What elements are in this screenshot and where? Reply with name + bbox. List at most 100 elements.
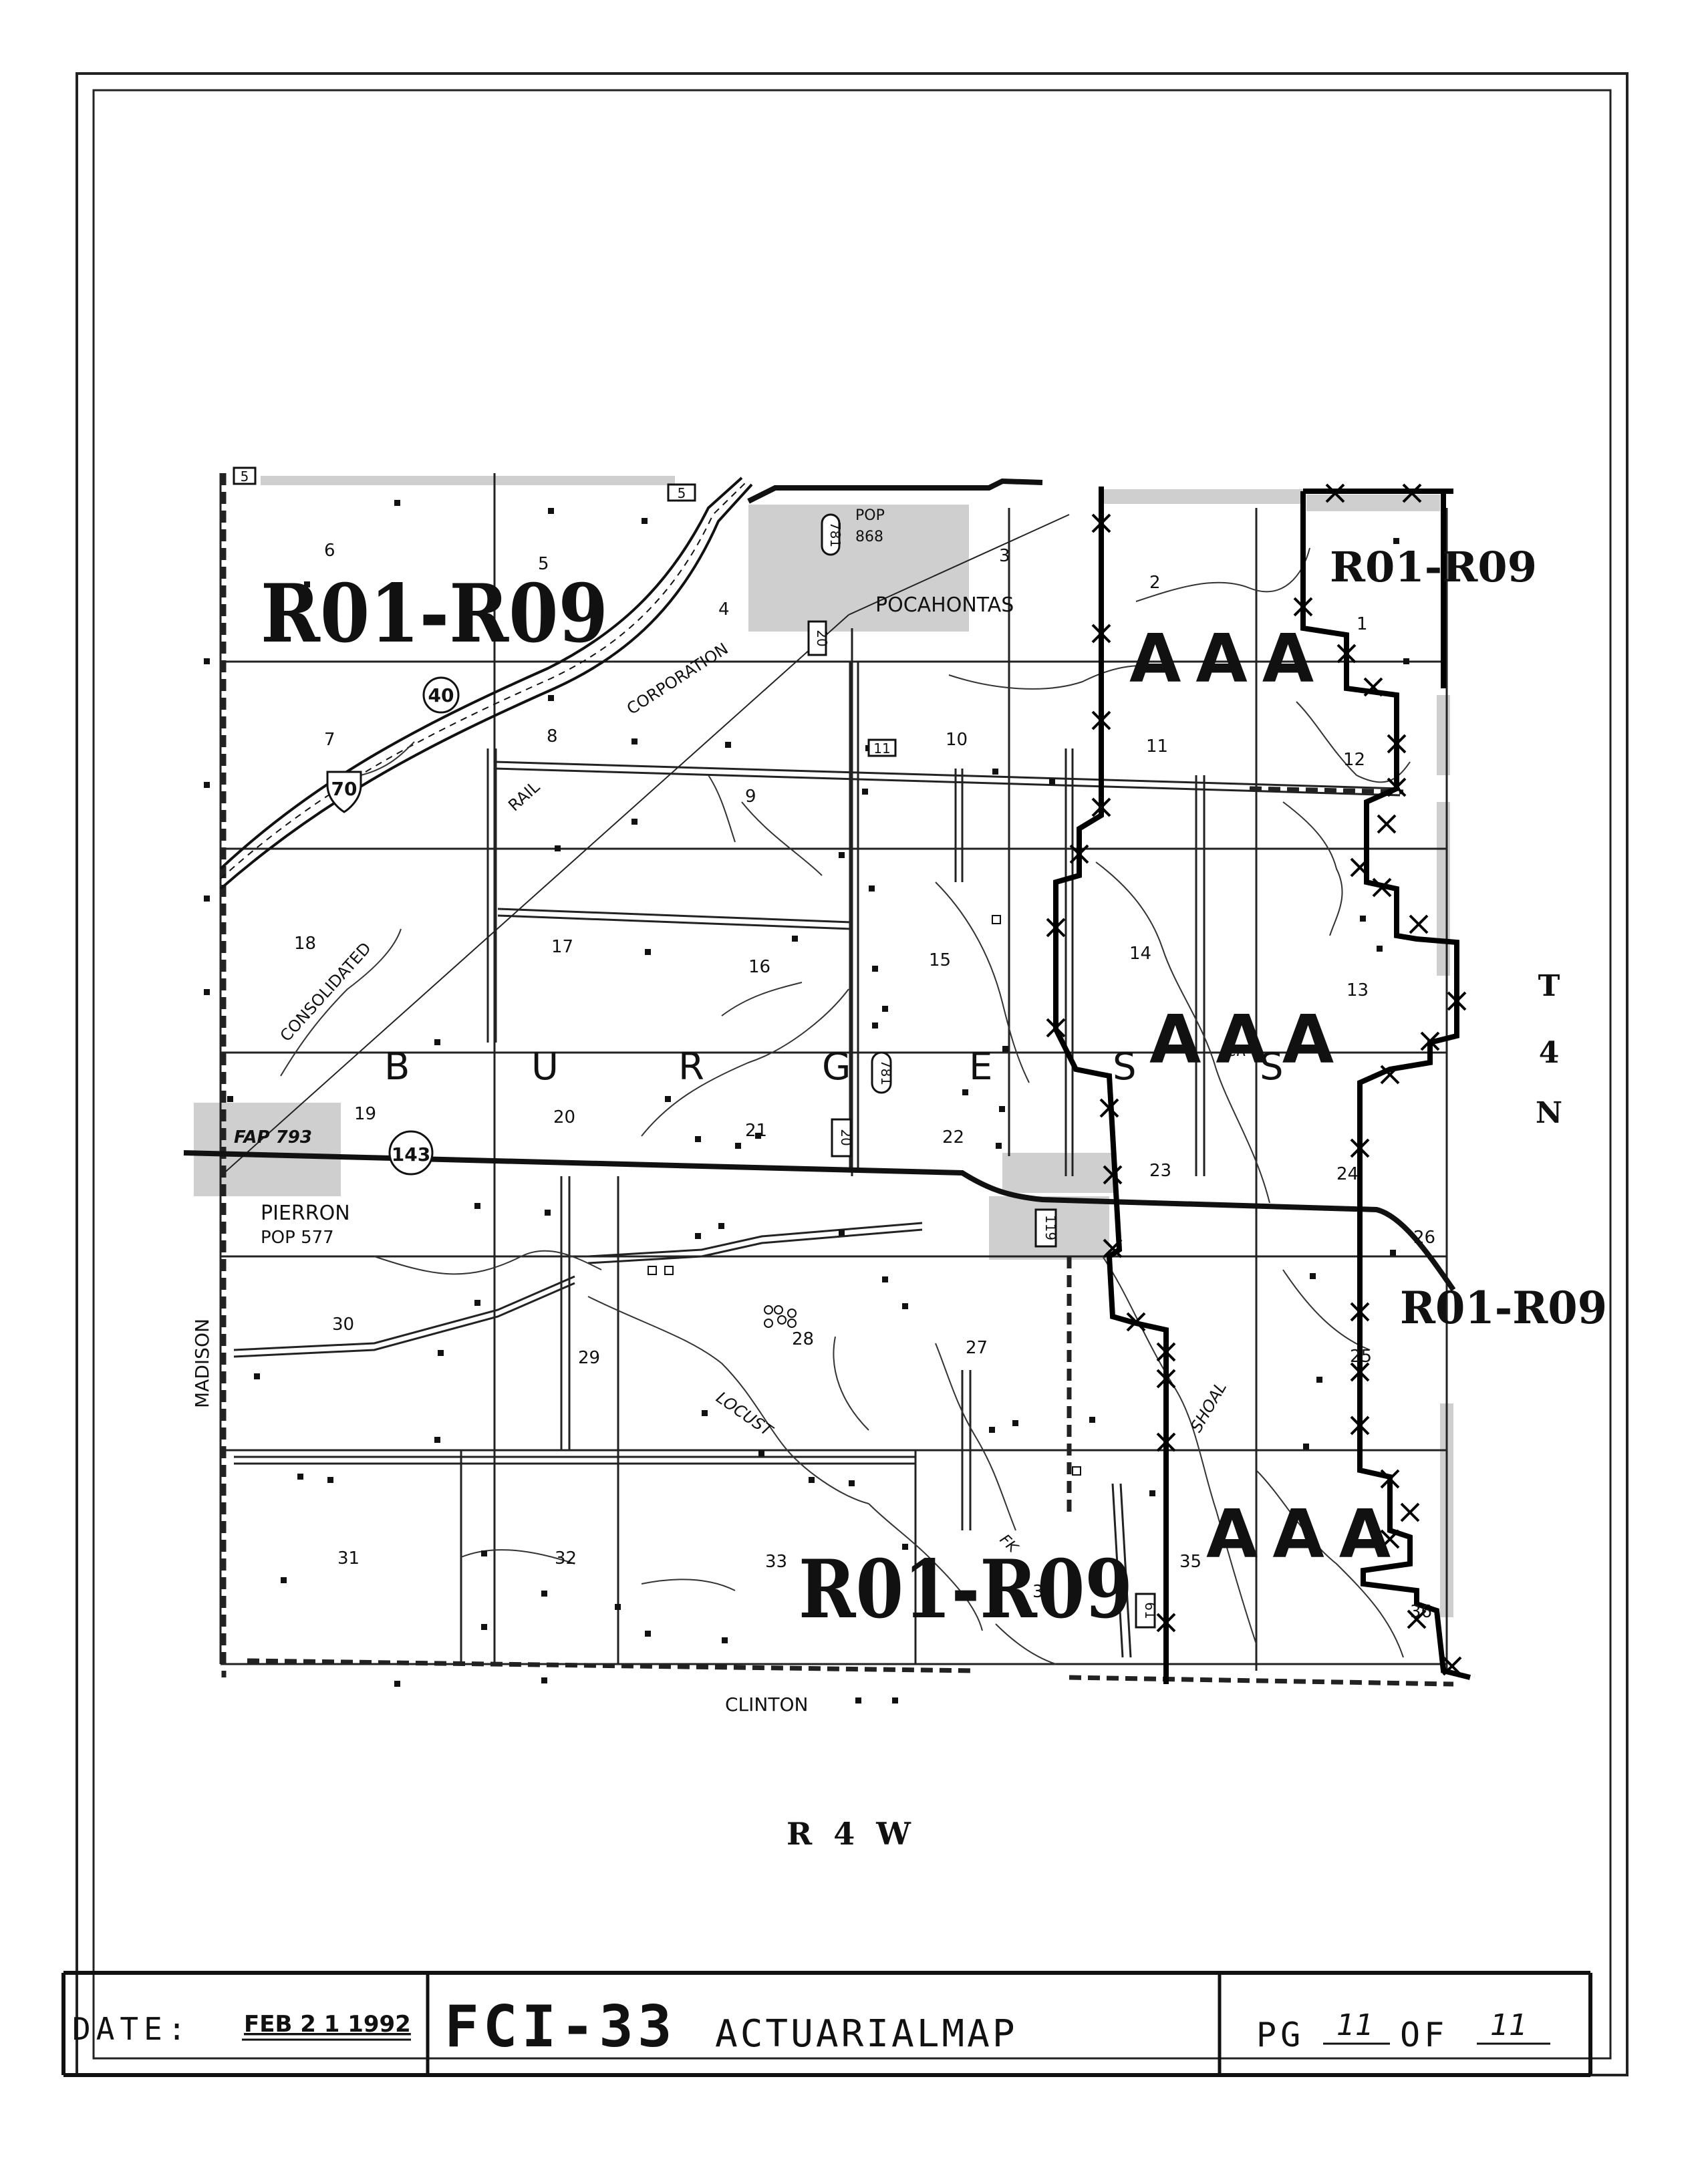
footer-form-title: ACTUARIALMAP — [715, 2012, 1018, 2056]
north-road — [747, 478, 1043, 504]
aaa-label-north: AAA — [1129, 620, 1328, 698]
inner-border — [92, 89, 1612, 2060]
section-21: 21 — [745, 1121, 767, 1141]
north-strip-shading — [1103, 489, 1303, 504]
aaa-label-south: AAA — [1206, 1495, 1405, 1573]
route-119-label: 119 — [1042, 1215, 1058, 1240]
section-23: 23 — [1149, 1161, 1171, 1181]
north-road-shading — [261, 476, 675, 485]
section-24: 24 — [1336, 1164, 1359, 1184]
footer-date-value: FEB 2 1 1992 — [244, 2011, 411, 2038]
fap-793-label: FAP 793 — [234, 1127, 312, 1147]
section-22: 22 — [942, 1127, 964, 1147]
pierron-pop-label: POP 577 — [261, 1228, 334, 1248]
section-32: 32 — [555, 1548, 577, 1568]
railroad — [220, 614, 849, 1177]
hollow-markers — [648, 915, 1081, 1476]
section-9: 9 — [745, 787, 756, 807]
footer-page-label: PG — [1256, 2016, 1304, 2054]
route-70-label: 70 — [331, 778, 358, 800]
section-7: 7 — [324, 730, 335, 750]
footer-form-id: FCI-33 — [444, 1994, 676, 2060]
section-30: 30 — [332, 1315, 354, 1335]
route-40-label: 40 — [428, 684, 454, 706]
section-13: 13 — [1347, 980, 1369, 1000]
section-6: 6 — [324, 541, 335, 561]
section-4: 4 — [718, 599, 730, 620]
interstate-70 — [219, 476, 753, 890]
township-letter-b: B — [384, 1045, 410, 1089]
aaa-label-middle: AAA — [1149, 1000, 1349, 1079]
locust-label: LOCUST — [713, 1388, 777, 1441]
township-letter-u: U — [531, 1045, 559, 1089]
section-18: 18 — [294, 934, 316, 954]
section-35: 35 — [1179, 1552, 1201, 1572]
roads-dashed — [221, 473, 1454, 1687]
footer-page-total: 11 — [1490, 2008, 1528, 2042]
cr-label: CR — [1226, 1043, 1247, 1060]
township-n-label: N — [1536, 1096, 1562, 1130]
section-15: 15 — [929, 950, 951, 970]
route-5-label-b: 5 — [678, 485, 686, 501]
route-143-label: 143 — [392, 1143, 430, 1166]
section-1: 1 — [1357, 614, 1368, 634]
section-27: 27 — [966, 1338, 988, 1358]
consolidated-label: CONSOLIDATED — [277, 939, 375, 1045]
section-17: 17 — [551, 937, 573, 957]
madison-label: MADISON — [191, 1319, 213, 1408]
shoal-label: SHOAL — [1187, 1379, 1230, 1436]
building-markers — [204, 500, 1409, 1703]
section-3: 3 — [999, 546, 1010, 566]
clinton-label: CLINTON — [725, 1693, 808, 1716]
roads-double — [233, 662, 1401, 1658]
section-grid — [219, 473, 1448, 1674]
corporation-label: CORPORATION — [623, 639, 732, 718]
pocahontas-pop-value: 868 — [855, 529, 883, 545]
range-label: R 4 W — [787, 1816, 911, 1852]
section-11: 11 — [1146, 736, 1168, 757]
pocahontas-label: POCAHONTAS — [875, 593, 1014, 617]
streams — [280, 547, 1411, 1665]
section-26: 26 — [1413, 1228, 1435, 1248]
route-11-label: 11 — [873, 740, 890, 757]
section-34: 34 — [1032, 1582, 1054, 1602]
section-29: 29 — [578, 1348, 600, 1368]
section-31: 31 — [337, 1548, 360, 1568]
pocahontas-pop-label: POP — [855, 507, 885, 524]
section-28: 28 — [792, 1329, 814, 1349]
section-19: 19 — [354, 1104, 376, 1124]
section-36: 36 — [1410, 1602, 1432, 1622]
route-61-label: 61 — [1142, 1602, 1158, 1619]
railroad-east — [848, 514, 1070, 616]
town-area-east — [1002, 1153, 1116, 1193]
rate-label-south: R01-R09 — [799, 1542, 1133, 1637]
route-781-label-a: 781 — [827, 522, 843, 547]
township-t-label: T — [1538, 969, 1560, 1003]
footer-date-label: DATE: — [72, 2011, 191, 2047]
township-letter-g: G — [822, 1045, 851, 1089]
route-shields — [233, 466, 1156, 1629]
footer-page-number: 11 — [1336, 2008, 1374, 2042]
township-4-label: 4 — [1539, 1036, 1560, 1070]
township-letter-e: E — [969, 1045, 992, 1089]
route-20-label-a: 20 — [814, 630, 830, 646]
rate-label-northwest: R01-R09 — [261, 567, 608, 661]
actuarial-boundaries — [1053, 487, 1471, 1684]
section-20: 20 — [553, 1107, 575, 1127]
section-2: 2 — [1149, 573, 1161, 593]
section-14: 14 — [1129, 944, 1151, 964]
section-5: 5 — [538, 554, 549, 574]
shaded-areas — [194, 476, 1453, 1617]
section-10: 10 — [946, 730, 968, 750]
footer-of-label: OF — [1400, 2016, 1448, 2054]
rate-label-northeast: R01-R09 — [1330, 543, 1537, 591]
route-5-label-a: 5 — [241, 468, 249, 485]
route-20-label-b: 20 — [838, 1129, 854, 1145]
section-16: 16 — [748, 957, 770, 977]
section-8: 8 — [547, 726, 558, 746]
section-25: 25 — [1350, 1347, 1372, 1367]
boundary-x-marks — [1046, 483, 1467, 1676]
pierron-town-area — [194, 1103, 341, 1196]
township-letter-s2: S — [1260, 1045, 1284, 1089]
